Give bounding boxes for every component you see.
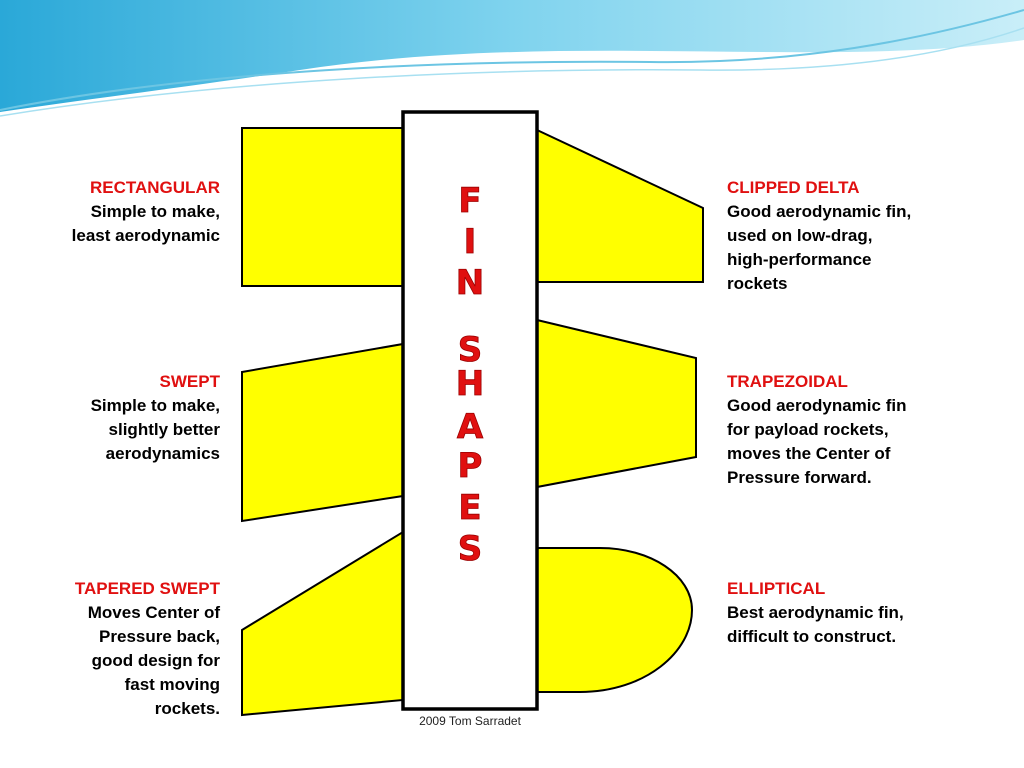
header-wave-decoration (0, 0, 1024, 117)
fin-label-trapezoidal: TRAPEZOIDAL Good aerodynamic fin for pay… (727, 370, 967, 490)
header-title-letter: A (457, 407, 484, 447)
header-title-letter: H (456, 364, 484, 404)
fin-label-swept: SWEPT Simple to make, slightly better ae… (20, 370, 220, 466)
fin-title: CLIPPED DELTA (727, 178, 860, 197)
fin-description: Simple to make, least aerodynamic (71, 202, 220, 245)
fin-description: Good aerodynamic fin for payload rockets… (727, 396, 907, 487)
header-title-letter: E (458, 488, 481, 528)
fin-title: SWEPT (159, 372, 220, 391)
fin-label-rectangular: RECTANGULAR Simple to make, least aerody… (20, 176, 220, 248)
fin-rectangular (241, 127, 404, 287)
fin-description: Simple to make, slightly better aerodyna… (90, 396, 220, 463)
credit-text: 2009 Tom Sarradet (419, 714, 521, 728)
fin-description: Best aerodynamic fin, difficult to const… (727, 603, 904, 646)
fin-title: TAPERED SWEPT (74, 579, 220, 598)
fin-label-tapered-swept: TAPERED SWEPT Moves Center of Pressure b… (20, 577, 220, 721)
fin-label-elliptical: ELLIPTICAL Best aerodynamic fin, difficu… (727, 577, 967, 649)
fin-description: Good aerodynamic fin, used on low-drag, … (727, 202, 912, 293)
fin-title: TRAPEZOIDAL (727, 372, 848, 391)
fin-group (241, 127, 704, 717)
header-title-letter: P (458, 446, 483, 486)
header-title-letter: S (458, 529, 483, 569)
fin-title: ELLIPTICAL (727, 579, 826, 598)
body-tube (401, 110, 539, 711)
fin-description: Moves Center of Pressure back, good desi… (87, 603, 220, 718)
header-title-letter: S (458, 330, 483, 370)
fin-elliptical (536, 547, 694, 693)
header-title-letter: F (458, 181, 481, 221)
fin-label-clipped-delta: CLIPPED DELTA Good aerodynamic fin, used… (727, 176, 967, 296)
header-title-letter: I (464, 222, 477, 262)
fin-title: RECTANGULAR (89, 178, 220, 197)
fin-swept (241, 342, 404, 523)
header-title-letter: N (456, 263, 484, 303)
